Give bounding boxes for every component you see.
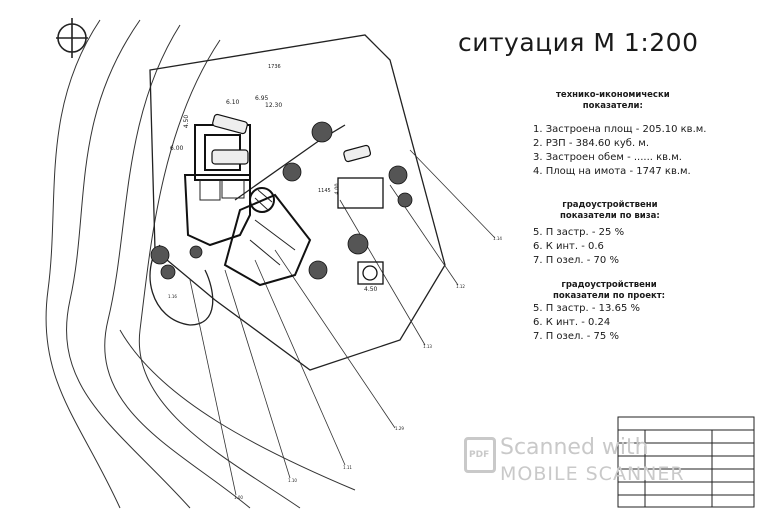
project-item: 5. П застр. - 13.65 %	[533, 303, 640, 314]
level-label: 1.29	[395, 426, 404, 431]
pdf-badge-label: PDF	[469, 450, 490, 460]
drawing-title: ситуация М 1:200	[458, 28, 699, 57]
visa-item: 5. П застр. - 25 %	[533, 227, 625, 238]
tech-list: 1. Застроена площ - 205.10 кв.м. 2. РЗП …	[533, 123, 706, 179]
tech-heading-line: показатели:	[582, 101, 643, 111]
leader-lines	[189, 149, 496, 496]
dim-w2: 12.30	[265, 102, 283, 109]
level-label: 1.13	[423, 344, 432, 349]
car-icons	[211, 113, 372, 165]
tech-item: 2. РЗП - 384.60 куб. м.	[533, 138, 650, 149]
dim-w3: 6.95	[255, 95, 269, 102]
project-heading: градоустройствени показатели по проект:	[553, 280, 665, 302]
contour-lines	[45, 19, 356, 509]
house-footprint	[183, 124, 312, 287]
pdf-badge-icon: PDF	[464, 437, 496, 473]
project-list: 5. П застр. - 13.65 % 6. К инт. - 0.24 7…	[533, 302, 640, 344]
dim-gate: 4.50	[364, 286, 378, 293]
level-label: 1.12	[456, 284, 465, 289]
tech-item: 1. Застроена площ - 205.10 кв.м.	[533, 124, 707, 135]
level-label: 1.00	[234, 495, 243, 500]
visa-heading-line: градоустройствени	[562, 200, 658, 210]
watermark-line1: Scanned with	[500, 435, 649, 460]
visa-heading: градоустройствени показатели по виза:	[560, 200, 660, 222]
tech-heading-line: технико-икономически	[556, 90, 670, 100]
project-heading-line: показатели по проект:	[553, 291, 666, 301]
gate-structure	[337, 177, 384, 285]
dim-d1: 4.50	[183, 114, 191, 129]
watermark-line2: MOBILE SCANNER	[500, 463, 685, 485]
tree-icons	[150, 121, 413, 280]
tech-heading: технико-икономически показатели:	[556, 90, 670, 112]
level-label: 1.16	[168, 294, 177, 299]
tech-item: 3. Застроен обем - ...... кв.м.	[533, 152, 682, 163]
visa-list: 5. П застр. - 25 % 6. К инт. - 0.6 7. П …	[533, 226, 624, 268]
dim-w1: 6.10	[226, 99, 240, 106]
level-label: 1.14	[493, 236, 502, 241]
dim-side: 4.00	[334, 183, 341, 195]
house-interior	[199, 179, 296, 266]
dim-top: 1736	[268, 64, 281, 70]
project-item: 6. К инт. - 0.24	[533, 317, 611, 328]
north-arrow-icon	[56, 18, 88, 58]
visa-item: 7. П озел. - 70 %	[533, 255, 619, 266]
dim-d2: 6.00	[170, 145, 184, 152]
visa-item: 6. К инт. - 0.6	[533, 241, 604, 252]
level-label: 1.10	[288, 478, 297, 483]
project-heading-line: градоустройствени	[561, 280, 657, 290]
project-item: 7. П озел. - 75 %	[533, 331, 619, 342]
title-block	[617, 416, 755, 508]
visa-heading-line: показатели по виза:	[560, 211, 660, 221]
tech-item: 4. Площ на имота - 1747 кв.м.	[533, 166, 691, 177]
level-label: 1.11	[343, 465, 352, 470]
dim-plot: 1145	[318, 188, 331, 194]
